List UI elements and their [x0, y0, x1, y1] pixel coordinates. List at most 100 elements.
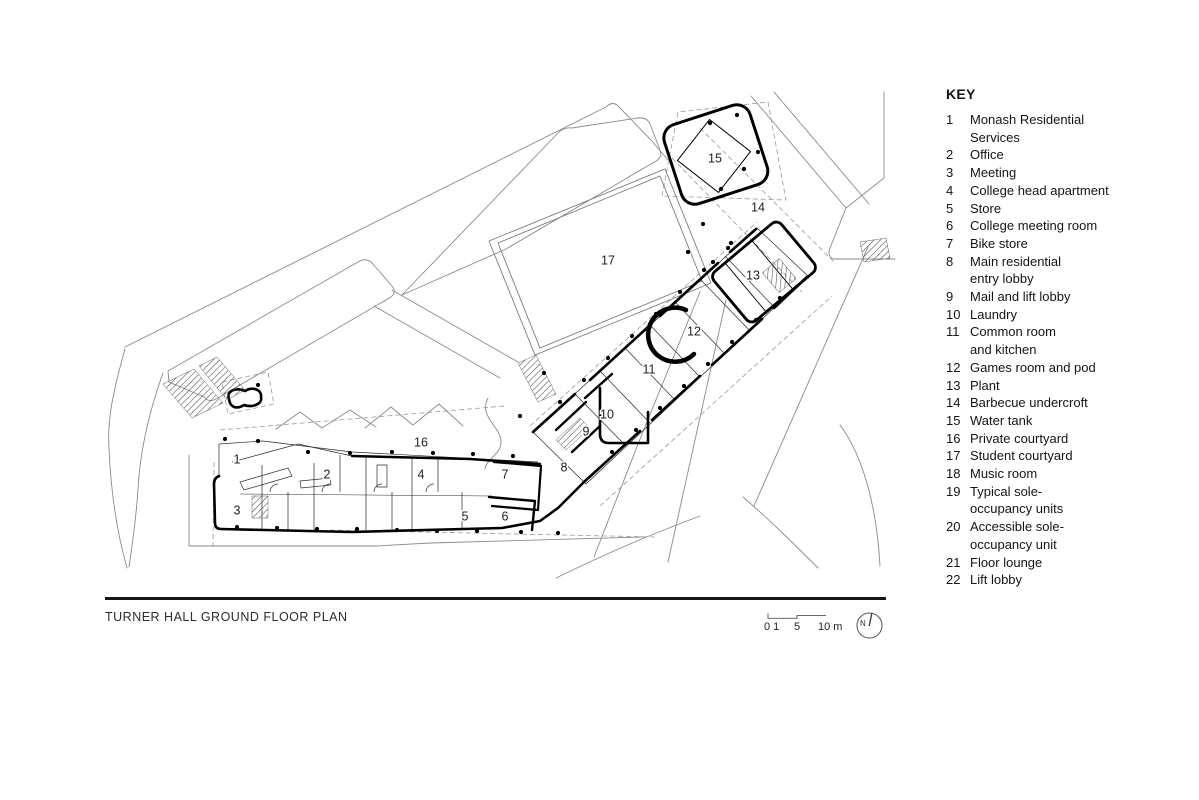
- key-item-18: 18 Music room: [946, 465, 1181, 483]
- key-item-3: 3 Meeting: [946, 164, 1181, 182]
- key-item-number: 16: [946, 430, 961, 446]
- key-item-15: 15 Water tank: [946, 412, 1181, 430]
- room-label-13: 13: [746, 269, 760, 283]
- room-label-16: 16: [414, 436, 428, 450]
- room-label-14: 14: [751, 201, 765, 215]
- scale-label-10m: 10 m: [818, 621, 843, 633]
- key-item-number: 11: [946, 324, 960, 340]
- room-label-8: 8: [561, 461, 568, 475]
- key-item-label: Lift lobby: [970, 572, 1023, 588]
- key-item-4: 4 College head apartment: [946, 182, 1181, 200]
- building-thin-lines: [218, 227, 809, 530]
- hatched-areas: [162, 237, 891, 519]
- key-heading: KEY: [946, 86, 976, 102]
- key-item-number: 5: [946, 200, 954, 216]
- room-label-7: 7: [502, 468, 509, 482]
- north-arrow-icon: [856, 612, 883, 639]
- key-item-number: 22: [946, 572, 961, 588]
- key-item-number: 8: [946, 253, 954, 269]
- room-label-3: 3: [234, 504, 241, 518]
- scale-bar: [767, 613, 826, 619]
- key-item-9: 9 Mail and lift lobby: [946, 288, 1181, 306]
- key-item-label: College head apartment: [970, 182, 1109, 198]
- room-label-9: 9: [583, 425, 590, 439]
- key-item-number: 15: [946, 412, 961, 428]
- column-dots: [222, 112, 783, 536]
- key-item-label: Office: [970, 147, 1004, 163]
- key-item-14: 14 Barbecue undercroft: [946, 394, 1181, 412]
- room-label-5: 5: [462, 510, 469, 524]
- key-item-21: 21 Floor lounge: [946, 554, 1181, 572]
- footer-rule: [105, 597, 886, 600]
- key-item-number: 14: [946, 395, 961, 411]
- key-item-19: 19 Typical sole-occupancy units: [946, 483, 1181, 518]
- key-item-label: Water tank: [970, 412, 1033, 428]
- key-item-5: 5 Store: [946, 200, 1181, 218]
- room-label-6: 6: [502, 510, 509, 524]
- key-item-label: Barbecue undercroft: [970, 395, 1088, 411]
- key-item-6: 6 College meeting room: [946, 217, 1181, 235]
- key-item-label: Floor lounge: [970, 554, 1043, 570]
- key-item-label: Games room and pod: [970, 359, 1096, 375]
- key-item-label: Bike store: [970, 235, 1028, 251]
- scale-label-0-1: 0 1: [764, 621, 780, 633]
- room-label-17: 17: [601, 254, 615, 268]
- key-item-16: 16 Private courtyard: [946, 430, 1181, 448]
- key-item-number: 10: [946, 306, 961, 322]
- room-label-11: 11: [643, 363, 656, 377]
- room-label-10: 10: [600, 408, 614, 422]
- key-item-label: Typical sole-occupancy units: [970, 483, 1064, 517]
- key-item-number: 4: [946, 182, 954, 198]
- roads-paths: [108, 91, 896, 579]
- key-item-label: Accessible sole-occupancy unit: [970, 519, 1064, 552]
- key-item-number: 3: [946, 165, 954, 181]
- scale-label-5: 5: [794, 621, 801, 633]
- key-item-10: 10 Laundry: [946, 306, 1181, 324]
- room-label-4: 4: [418, 468, 425, 482]
- building-walls: [212, 103, 817, 534]
- key-item-number: 19: [946, 483, 961, 499]
- room-label-12: 12: [687, 325, 701, 339]
- key-item-number: 12: [946, 359, 961, 375]
- key-item-20: 20 Accessible sole-occupancy unit: [946, 518, 1181, 553]
- room-label-15: 15: [708, 152, 722, 166]
- key-item-label: College meeting room: [970, 218, 1098, 234]
- key-item-12: 12 Games room and pod: [946, 359, 1181, 377]
- key-item-13: 13 Plant: [946, 377, 1181, 395]
- key-item-label: Mail and lift lobby: [970, 289, 1071, 305]
- north-arrow-label: N: [860, 619, 866, 628]
- key-item-label: Music room: [970, 466, 1038, 482]
- room-label-2: 2: [324, 468, 331, 482]
- key-item-2: 2 Office: [946, 146, 1181, 164]
- key-item-number: 6: [946, 218, 954, 234]
- key-item-label: Student courtyard: [970, 448, 1073, 464]
- key-item-22: 22 Lift lobby: [946, 571, 1181, 589]
- key-item-label: Plant: [970, 377, 1000, 393]
- key-item-number: 20: [946, 519, 961, 535]
- room-label-1: 1: [234, 453, 241, 467]
- key-item-number: 13: [946, 377, 961, 393]
- key-item-7: 7 Bike store: [946, 235, 1181, 253]
- key-item-label: Meeting: [970, 165, 1017, 181]
- key-item-number: 2: [946, 147, 954, 163]
- plan-title: TURNER HALL GROUND FLOOR PLAN: [105, 610, 348, 624]
- key-item-number: 21: [946, 554, 961, 570]
- key-item-number: 18: [946, 466, 961, 482]
- key-item-label: Laundry: [970, 306, 1017, 322]
- key-item-label: Private courtyard: [970, 430, 1069, 446]
- key-item-label: Store: [970, 200, 1002, 216]
- key-item-number: 7: [946, 235, 954, 251]
- key-item-number: 9: [946, 289, 954, 305]
